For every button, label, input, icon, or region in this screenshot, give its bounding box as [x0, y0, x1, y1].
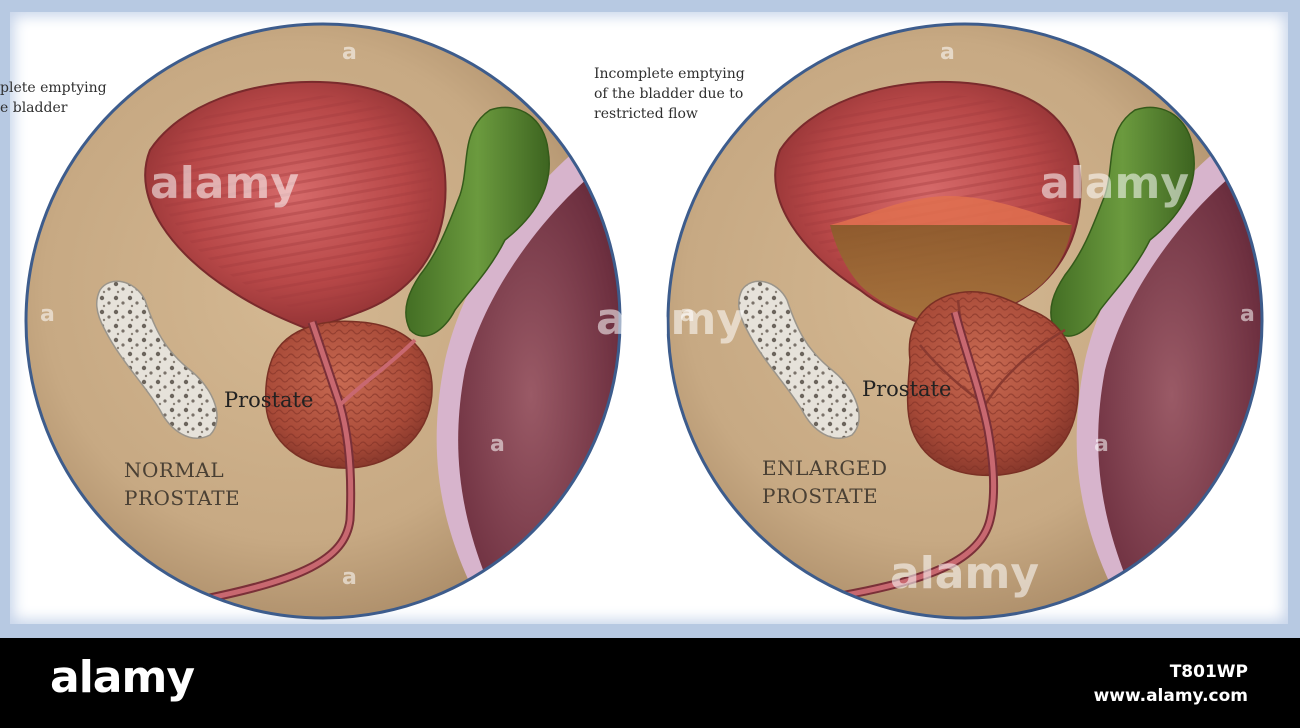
stock-footer-bar: alamy T801WP www.alamy.com — [0, 638, 1300, 728]
watermark-text: alamy — [596, 294, 745, 345]
pubic-bone — [737, 280, 860, 439]
watermark-letter: a — [490, 432, 505, 457]
right-note-line-2: of the bladder due to — [594, 86, 744, 102]
watermark-text: alamy — [890, 548, 1039, 599]
alamy-logo: alamy — [50, 652, 195, 703]
left-note-line-2: e bladder — [0, 100, 68, 116]
watermark-text: alamy — [150, 158, 299, 209]
right-note: Incomplete emptying of the bladder due t… — [594, 64, 745, 124]
enlarged-prostate-diagram — [666, 22, 1264, 620]
urine-surface — [830, 195, 1072, 225]
caption-line-1: ENLARGED — [762, 456, 888, 480]
left-note: plete emptying e bladder — [0, 78, 107, 118]
caption-line-2: PROSTATE — [762, 484, 879, 508]
watermark-letter: a — [680, 302, 695, 327]
watermark-letter: a — [1094, 432, 1109, 457]
right-prostate-label: Prostate — [862, 377, 952, 401]
left-note-line-1: plete emptying — [0, 80, 107, 96]
right-note-line-1: Incomplete emptying — [594, 66, 745, 82]
image-id: T801WP — [1169, 662, 1248, 682]
site-url: www.alamy.com — [1093, 686, 1248, 706]
colon — [1050, 106, 1195, 337]
watermark-text: alamy — [1040, 158, 1189, 209]
watermark-letter: a — [1240, 302, 1255, 327]
caption-line-2: PROSTATE — [124, 486, 241, 510]
normal-prostate-diagram — [24, 22, 622, 620]
caption-line-1: NORMAL — [124, 458, 225, 482]
watermark-letter: a — [342, 40, 357, 65]
right-circle-border — [666, 22, 1264, 620]
colon — [405, 106, 550, 337]
bladder-muscle-folds — [156, 94, 433, 316]
watermark-letter: a — [40, 302, 55, 327]
right-note-line-3: restricted flow — [594, 106, 698, 122]
left-circle-border — [24, 22, 622, 620]
pubic-bone — [95, 280, 218, 439]
watermark-letter: a — [940, 40, 955, 65]
prostate-comparison-illustration — [24, 22, 1264, 620]
left-prostate-label: Prostate — [224, 388, 314, 412]
ejaculatory-duct — [338, 338, 417, 407]
enlarged-prostate-caption: ENLARGED PROSTATE — [762, 454, 888, 510]
normal-prostate-caption: NORMAL PROSTATE — [124, 456, 240, 512]
watermark-letter: a — [342, 565, 357, 590]
